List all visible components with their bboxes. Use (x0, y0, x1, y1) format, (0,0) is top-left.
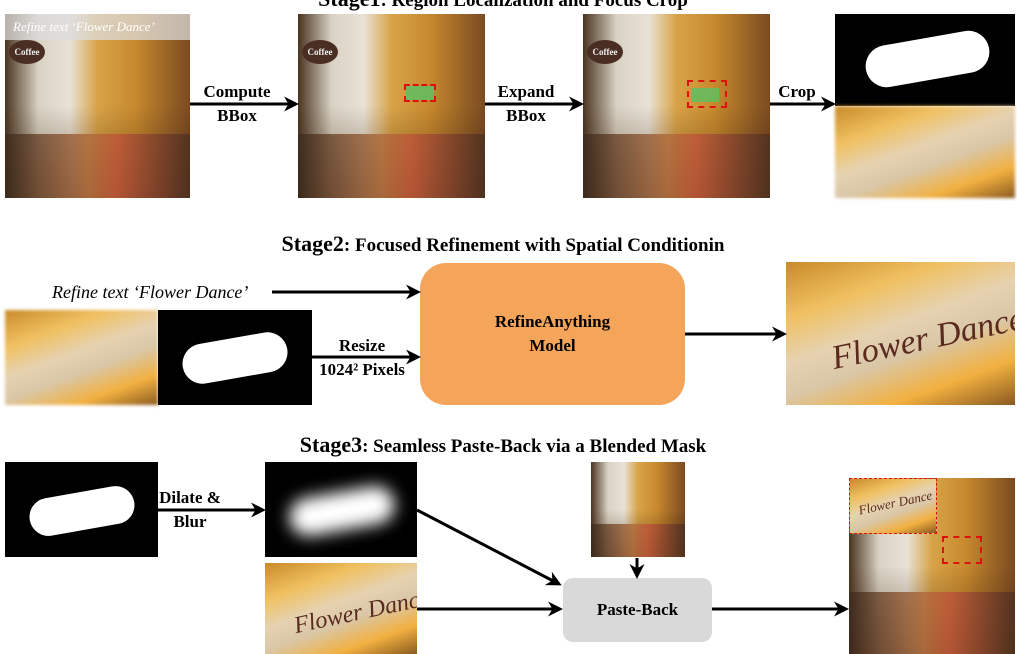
label-line: 1024² Pixels (319, 360, 405, 379)
model-name: Model (529, 336, 576, 355)
stage2-title-bold: Stage2 (281, 231, 344, 256)
label-line: Expand (497, 82, 555, 101)
model-name: RefineAnything (494, 312, 611, 331)
paste-back-label: Paste-Back (596, 600, 679, 619)
blended-mask (265, 462, 417, 557)
stage3-title-rest: : Seamless Paste-Back via a Blended Mask (362, 436, 707, 457)
cropped-region (835, 106, 1015, 198)
crop-label: Crop (778, 80, 815, 104)
stage1-title: Stage1: Region Localization and Focus Cr… (318, 0, 688, 12)
label-line: Crop (778, 82, 816, 101)
stage1-title-bold: Stage1 (318, 0, 380, 11)
paste-back-box: Paste-Back (563, 578, 712, 642)
expanded-bbox (687, 80, 727, 108)
cropped-mask (835, 14, 1015, 106)
label-line: Compute (203, 82, 271, 101)
bbox (942, 536, 982, 564)
refineanything-model-box: RefineAnything Model (420, 263, 685, 405)
stage1-title-rest: : Region Localization and Focus Crop (380, 0, 688, 11)
label-line: BBox (217, 106, 257, 125)
stage2-title-rest: : Focused Refinement with Spatial Condit… (343, 235, 725, 256)
refined-crop: Flower Dance (265, 563, 417, 654)
original-image (591, 462, 685, 557)
expand-bbox-label: Expand BBox (498, 80, 555, 128)
expanded-bbox-image: Coffee (583, 14, 770, 198)
bbox (404, 84, 436, 102)
pasted-region: Flower Dance (849, 478, 937, 534)
bbox-image: Coffee (298, 14, 485, 198)
coffee-sign: Coffee (302, 40, 338, 64)
text-region-highlight (406, 86, 434, 100)
refined-output: Flower Dance (786, 262, 1015, 405)
input-image: Refine text ‘Flower Dance’ Coffee (5, 14, 190, 198)
label-line: Dilate & (159, 488, 221, 507)
label-line: BBox (506, 106, 546, 125)
mask-input (158, 310, 312, 405)
coffee-sign: Coffee (9, 40, 45, 64)
coffee-sign: Coffee (587, 40, 623, 64)
label-line: Resize (338, 336, 386, 355)
stage3-title-bold: Stage3 (299, 432, 363, 457)
text-prompt: Refine text ‘Flower Dance’ (52, 282, 249, 302)
text-region-highlight (691, 88, 719, 102)
stage2-title: Stage2: Focused Refinement with Spatial … (282, 231, 725, 257)
stage3-title: Stage3: Seamless Paste-Back via a Blende… (300, 432, 706, 458)
crop-input (5, 310, 158, 405)
final-image: Flower Dance (849, 478, 1015, 654)
mask (5, 462, 158, 557)
prompt-overlay: Refine text ‘Flower Dance’ (5, 14, 190, 40)
label-line: Blur (173, 512, 207, 531)
dilate-blur-label: Dilate & Blur (159, 486, 221, 534)
resize-label: Resize 1024² Pixels (319, 334, 405, 382)
arrow (416, 508, 562, 586)
compute-bbox-label: Compute BBox (203, 80, 270, 128)
